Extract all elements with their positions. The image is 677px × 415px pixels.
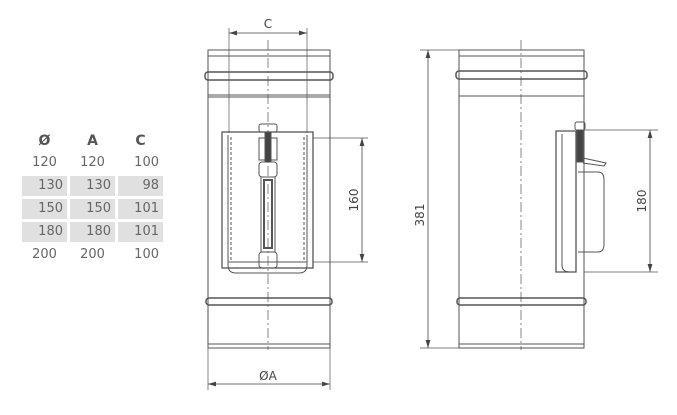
- cell: 130: [22, 176, 67, 196]
- dim-180-label: 180: [635, 190, 649, 213]
- cell: 120: [32, 155, 57, 170]
- cell: 150: [70, 199, 115, 219]
- table-row: 150 150 101: [22, 199, 163, 219]
- cell: 200: [32, 247, 57, 262]
- table-row: 130 130 98: [22, 176, 163, 196]
- header-c: C: [135, 133, 146, 149]
- table-row: 180 180 101: [22, 222, 163, 242]
- side-view: [420, 40, 658, 350]
- dimension-table: Ø A C 120 120 100 130 130 98 150 150 101…: [22, 133, 163, 268]
- cell: 150: [22, 199, 67, 219]
- table-row: 200 200 100: [22, 245, 163, 265]
- cell: 100: [134, 247, 159, 262]
- header-diameter: Ø: [38, 133, 51, 149]
- cell: 98: [118, 176, 163, 196]
- table-row: 120 120 100: [22, 153, 163, 173]
- cell: 100: [134, 155, 159, 170]
- dim-381-label: 381: [413, 204, 427, 227]
- cell: 180: [22, 222, 67, 242]
- dim-diameter-label: ØA: [259, 369, 277, 383]
- cell: 180: [70, 222, 115, 242]
- dim-160-label: 160: [347, 189, 361, 212]
- header-a: A: [87, 133, 98, 149]
- cell: 200: [80, 247, 105, 262]
- cell: 101: [118, 222, 163, 242]
- cell: 101: [118, 199, 163, 219]
- cell: 130: [70, 176, 115, 196]
- cell: 120: [80, 155, 105, 170]
- dim-c-label: C: [264, 17, 272, 31]
- table-header: Ø A C: [22, 133, 163, 153]
- front-view: [204, 28, 368, 390]
